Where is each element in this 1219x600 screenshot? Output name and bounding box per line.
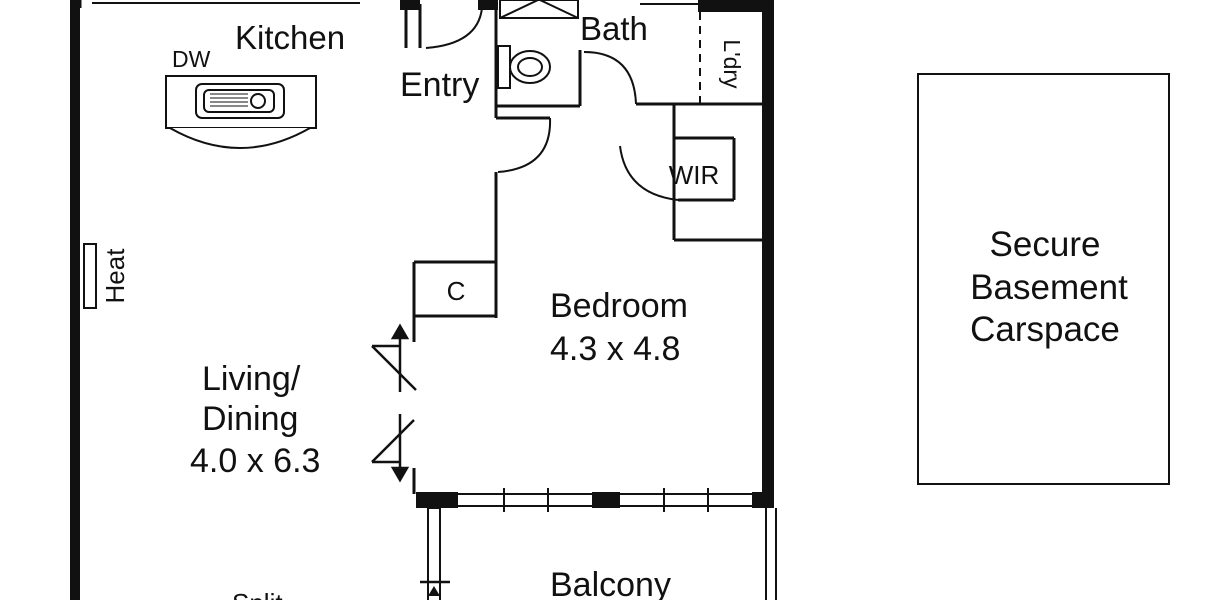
shower [499,0,579,19]
label-bedroom-size: 4.3 x 4.8 [550,330,680,368]
toilet-icon [497,45,551,89]
door-swings [425,7,679,201]
label-bath: Bath [580,10,648,47]
label-living-size: 4.0 x 6.3 [190,442,320,480]
label-entry: Entry [400,66,479,104]
sliding-door-lower [371,414,415,483]
label-carspace-1: Secure [990,225,1101,264]
label-dining: Dining [202,400,298,438]
label-closet: C [447,276,466,306]
kitchen-island [165,75,317,149]
interior-walls [78,0,764,494]
label-carspace-3: Carspace [970,310,1120,349]
exterior-walls [70,0,774,600]
label-heat: Heat [100,248,130,304]
label-dishwasher: DW [172,46,211,72]
label-living: Living/ [202,360,301,398]
label-bedroom: Bedroom [550,287,688,325]
balcony-window [458,488,752,512]
sliding-door-upper [371,323,417,392]
carspace-box [917,73,1170,485]
label-wir: WIR [669,160,720,190]
balcony-arrow-icon [428,586,440,596]
label-split: Split [232,588,283,600]
label-carspace-2: Basement [970,268,1128,307]
heater [83,243,97,309]
label-kitchen: Kitchen [235,19,345,56]
balcony-railings [420,507,777,600]
label-laundry: L'dry [719,39,745,89]
label-balcony: Balcony [550,566,671,600]
